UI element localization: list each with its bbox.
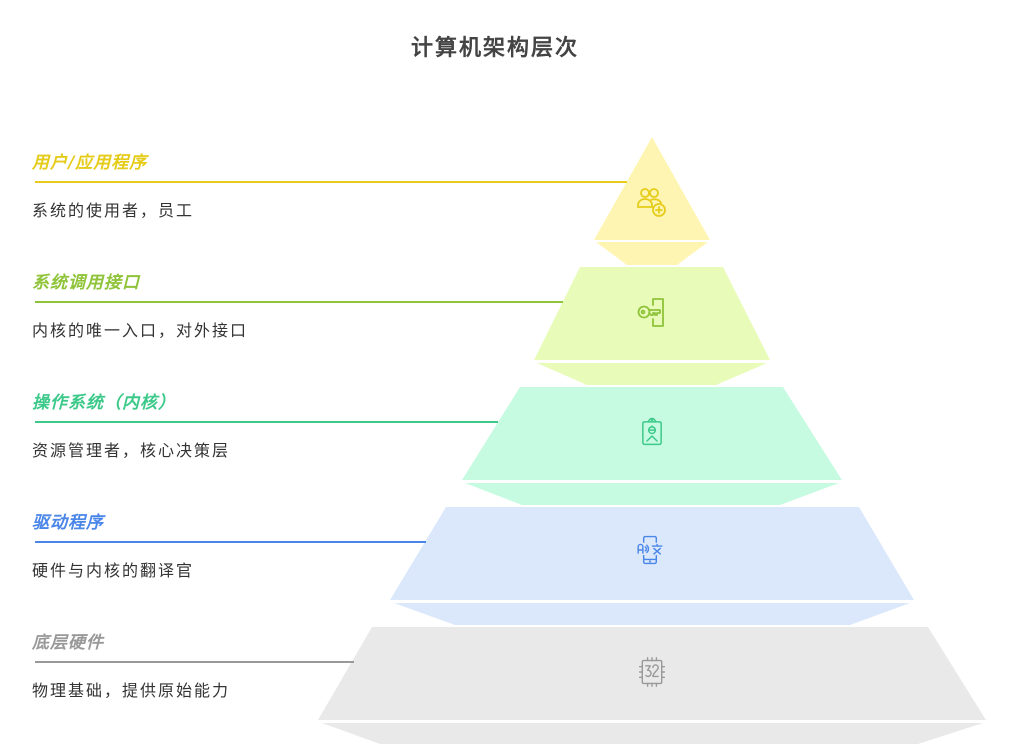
chip-32-icon xyxy=(638,657,666,687)
pyramid-layer-syscall xyxy=(534,267,770,385)
pyramid-layer-hardware xyxy=(318,627,986,744)
layer-label-driver: 驱动程序 xyxy=(32,513,104,533)
user-add-icon xyxy=(637,188,666,217)
diagram-title: 计算机架构层次 xyxy=(410,35,579,61)
layer-desc-hardware: 物理基础，提供原始能力 xyxy=(32,681,231,700)
connector-line-user xyxy=(35,181,627,183)
layer-label-kernel: 操作系统（内核） xyxy=(32,393,176,413)
connector-line-kernel xyxy=(35,421,498,423)
key-door-icon xyxy=(637,298,664,327)
pyramid-layer-driver xyxy=(390,507,914,625)
layer-label-syscall: 系统调用接口 xyxy=(32,273,140,293)
connector-line-syscall xyxy=(35,301,563,303)
id-badge-icon xyxy=(642,417,662,446)
pyramid-layer-kernel xyxy=(462,387,842,505)
layer-label-user: 用户/应用程序 xyxy=(32,153,148,173)
layer-desc-kernel: 资源管理者，核心决策层 xyxy=(32,441,231,460)
phone-translate-icon xyxy=(637,535,663,565)
layer-label-hardware: 底层硬件 xyxy=(32,633,104,653)
connector-line-hardware xyxy=(35,661,354,663)
layer-desc-user: 系统的使用者，员工 xyxy=(32,201,195,220)
pyramid-layer-user xyxy=(594,137,710,265)
connector-line-driver xyxy=(35,541,426,543)
layer-desc-driver: 硬件与内核的翻译官 xyxy=(32,561,195,580)
layer-desc-syscall: 内核的唯一入口，对外接口 xyxy=(32,321,249,340)
